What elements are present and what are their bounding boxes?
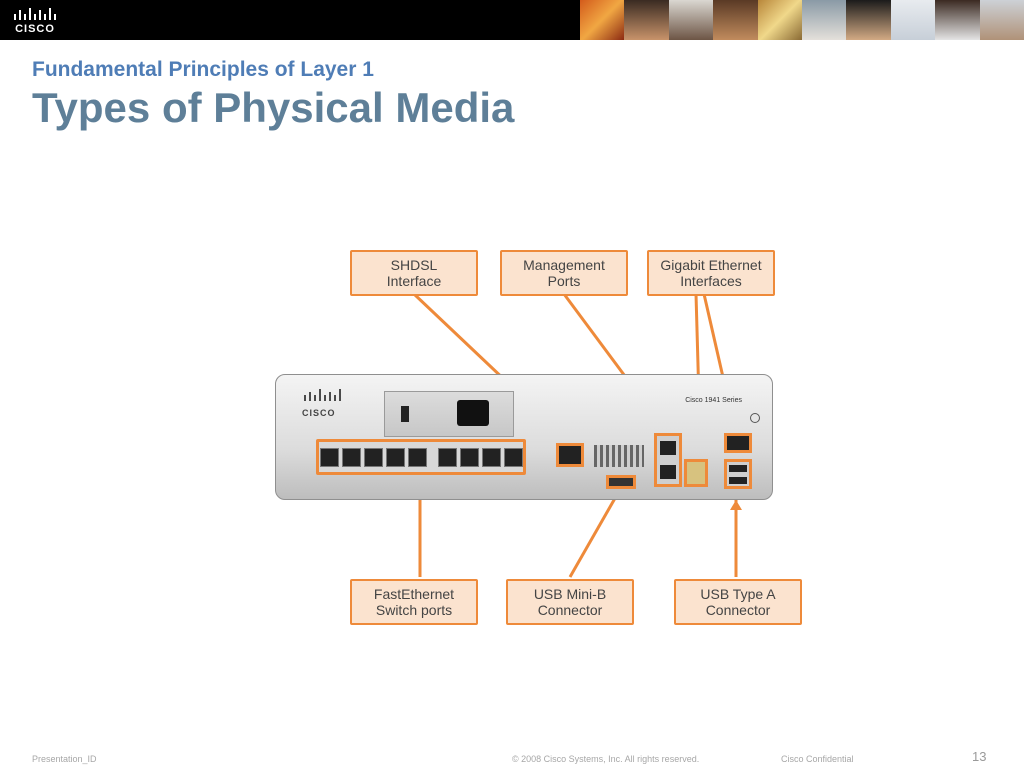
usb-type-a-callout: USB Type A Connector — [674, 579, 802, 625]
usb-mini-b-port[interactable] — [606, 475, 636, 489]
photo-1 — [580, 0, 625, 40]
management-port[interactable] — [660, 465, 676, 479]
photo-8 — [890, 0, 936, 40]
slide-title: Types of Physical Media — [32, 84, 515, 131]
cisco-logo: CISCO — [10, 6, 60, 36]
router-brand-text: CISCO — [302, 408, 336, 418]
switch-port[interactable] — [503, 447, 523, 467]
power-panel — [384, 391, 514, 437]
photo-4 — [713, 0, 758, 40]
switch-port[interactable] — [459, 447, 479, 467]
power-socket — [457, 400, 489, 426]
logo-text: CISCO — [15, 23, 55, 35]
switch-port[interactable] — [385, 447, 405, 467]
router-diagram: CISCO Cisco 1941 Series — [270, 240, 810, 640]
photo-7 — [846, 0, 891, 40]
cisco-bridge-icon — [14, 8, 56, 20]
usb-type-a-port-bank — [724, 459, 752, 489]
usb-type-a-port[interactable] — [729, 464, 747, 472]
router-brand-logo: CISCO — [302, 389, 344, 419]
photo-3 — [668, 0, 714, 40]
management-ports-callout: Management Ports — [500, 250, 628, 296]
power-switch[interactable] — [401, 406, 409, 422]
copyright: © 2008 Cisco Systems, Inc. All rights re… — [512, 754, 700, 764]
switch-port[interactable] — [319, 447, 339, 467]
slide-subtitle: Fundamental Principles of Layer 1 — [32, 58, 374, 81]
router-body: CISCO Cisco 1941 Series — [275, 374, 773, 500]
switch-port[interactable] — [407, 447, 427, 467]
gigabit-ethernet-callout: Gigabit Ethernet Interfaces — [647, 250, 775, 296]
gigabit-port-1[interactable] — [684, 459, 708, 487]
shdsl-port[interactable] — [556, 443, 584, 467]
management-port[interactable] — [660, 441, 676, 455]
photo-6 — [802, 0, 847, 40]
shdsl-interface-callout: SHDSL Interface — [350, 250, 478, 296]
photo-strip — [580, 0, 1024, 40]
switch-port[interactable] — [437, 447, 457, 467]
page-number: 13 — [972, 749, 987, 764]
photo-5 — [757, 0, 803, 40]
photo-2 — [624, 0, 669, 40]
switch-port[interactable] — [341, 447, 361, 467]
switch-port[interactable] — [363, 447, 383, 467]
router-cisco-icon — [304, 389, 341, 401]
usb-mini-b-callout: USB Mini-B Connector — [506, 579, 634, 625]
fastethernet-switch-callout: FastEthernet Switch ports — [350, 579, 478, 625]
usb-type-a-port[interactable] — [729, 476, 747, 484]
confidential-label: Cisco Confidential — [781, 754, 854, 764]
ground-screw-icon — [750, 413, 760, 423]
gigabit-port-2[interactable] — [724, 433, 752, 453]
fastethernet-port-bank — [316, 439, 526, 475]
switch-port[interactable] — [481, 447, 501, 467]
header-bar: CISCO — [0, 0, 1024, 40]
photo-10 — [979, 0, 1024, 40]
module-panel — [594, 445, 644, 467]
presentation-id: Presentation_ID — [32, 754, 97, 764]
photo-9 — [935, 0, 980, 40]
router-model: Cisco 1941 Series — [685, 397, 742, 404]
management-port-bank — [654, 433, 682, 487]
